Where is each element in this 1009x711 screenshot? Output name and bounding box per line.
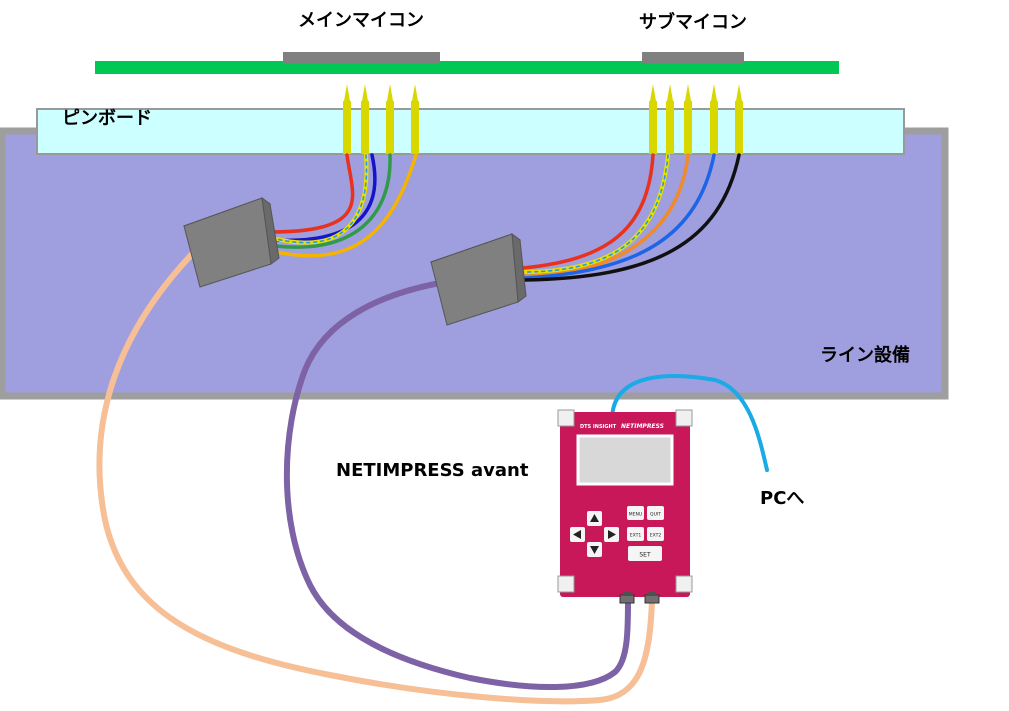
quit-button-label: QUIT — [650, 512, 661, 518]
arrow-up-button[interactable] — [587, 511, 602, 526]
pin-board — [36, 108, 905, 155]
pc-cable — [610, 374, 769, 472]
netimpress-device: DTS INSIGHT NETIMPRESS MENU QUIT — [557, 409, 693, 604]
quit-button[interactable]: QUIT — [647, 506, 664, 520]
pogo-pin — [735, 84, 743, 154]
purple-cable — [283, 281, 631, 691]
arrow-down-button[interactable] — [587, 542, 602, 557]
main-mcu-chip — [283, 52, 440, 63]
device-port-right — [644, 592, 660, 604]
main-mcu-label: メインマイコン — [298, 10, 424, 31]
sub-mcu-chip — [642, 52, 744, 63]
set-button-label: SET — [639, 552, 651, 559]
ext2-button[interactable]: EXT2 — [647, 527, 664, 541]
ext1-button-label: EXT1 — [630, 533, 642, 539]
device-screen — [576, 434, 674, 486]
arrow-right-button[interactable] — [604, 527, 619, 542]
ext1-button[interactable]: EXT1 — [627, 527, 644, 541]
pogo-pin — [411, 84, 419, 154]
main-pin-group — [343, 84, 419, 154]
device-port-left — [619, 592, 635, 604]
menu-button-label: MENU — [629, 512, 642, 518]
to-pc-label: PCへ — [760, 488, 804, 509]
sub-mcu-label: サブマイコン — [639, 11, 747, 33]
arrow-left-button[interactable] — [570, 527, 585, 542]
pogo-pin — [666, 84, 674, 154]
device-brand: DTS INSIGHT — [580, 424, 617, 430]
corner-clip — [557, 409, 575, 427]
main-wire-bundle — [268, 153, 418, 258]
corner-clip — [675, 575, 693, 593]
sub-pin-group — [649, 84, 743, 154]
pogo-pin — [710, 84, 718, 154]
sub-connector-box — [429, 232, 527, 326]
set-button[interactable]: SET — [628, 546, 662, 561]
pogo-pin — [386, 84, 394, 154]
device-label: NETIMPRESS avant — [336, 460, 529, 481]
device-logo: NETIMPRESS — [621, 423, 664, 430]
corner-clip — [557, 575, 575, 593]
menu-button[interactable]: MENU — [627, 506, 644, 520]
pogo-pin — [649, 84, 657, 154]
pogo-pin — [684, 84, 692, 154]
corner-clip — [675, 409, 693, 427]
sub-wire-bundle — [520, 153, 741, 282]
ext2-button-label: EXT2 — [650, 533, 662, 539]
pogo-pin — [343, 84, 351, 154]
pogo-pin — [361, 84, 369, 154]
pin-board-label: ピンボード — [62, 108, 152, 129]
line-equipment-label: ライン設備 — [820, 344, 910, 366]
main-connector-box — [182, 196, 280, 288]
pcb-board — [95, 61, 839, 74]
orange-cable — [96, 250, 655, 705]
